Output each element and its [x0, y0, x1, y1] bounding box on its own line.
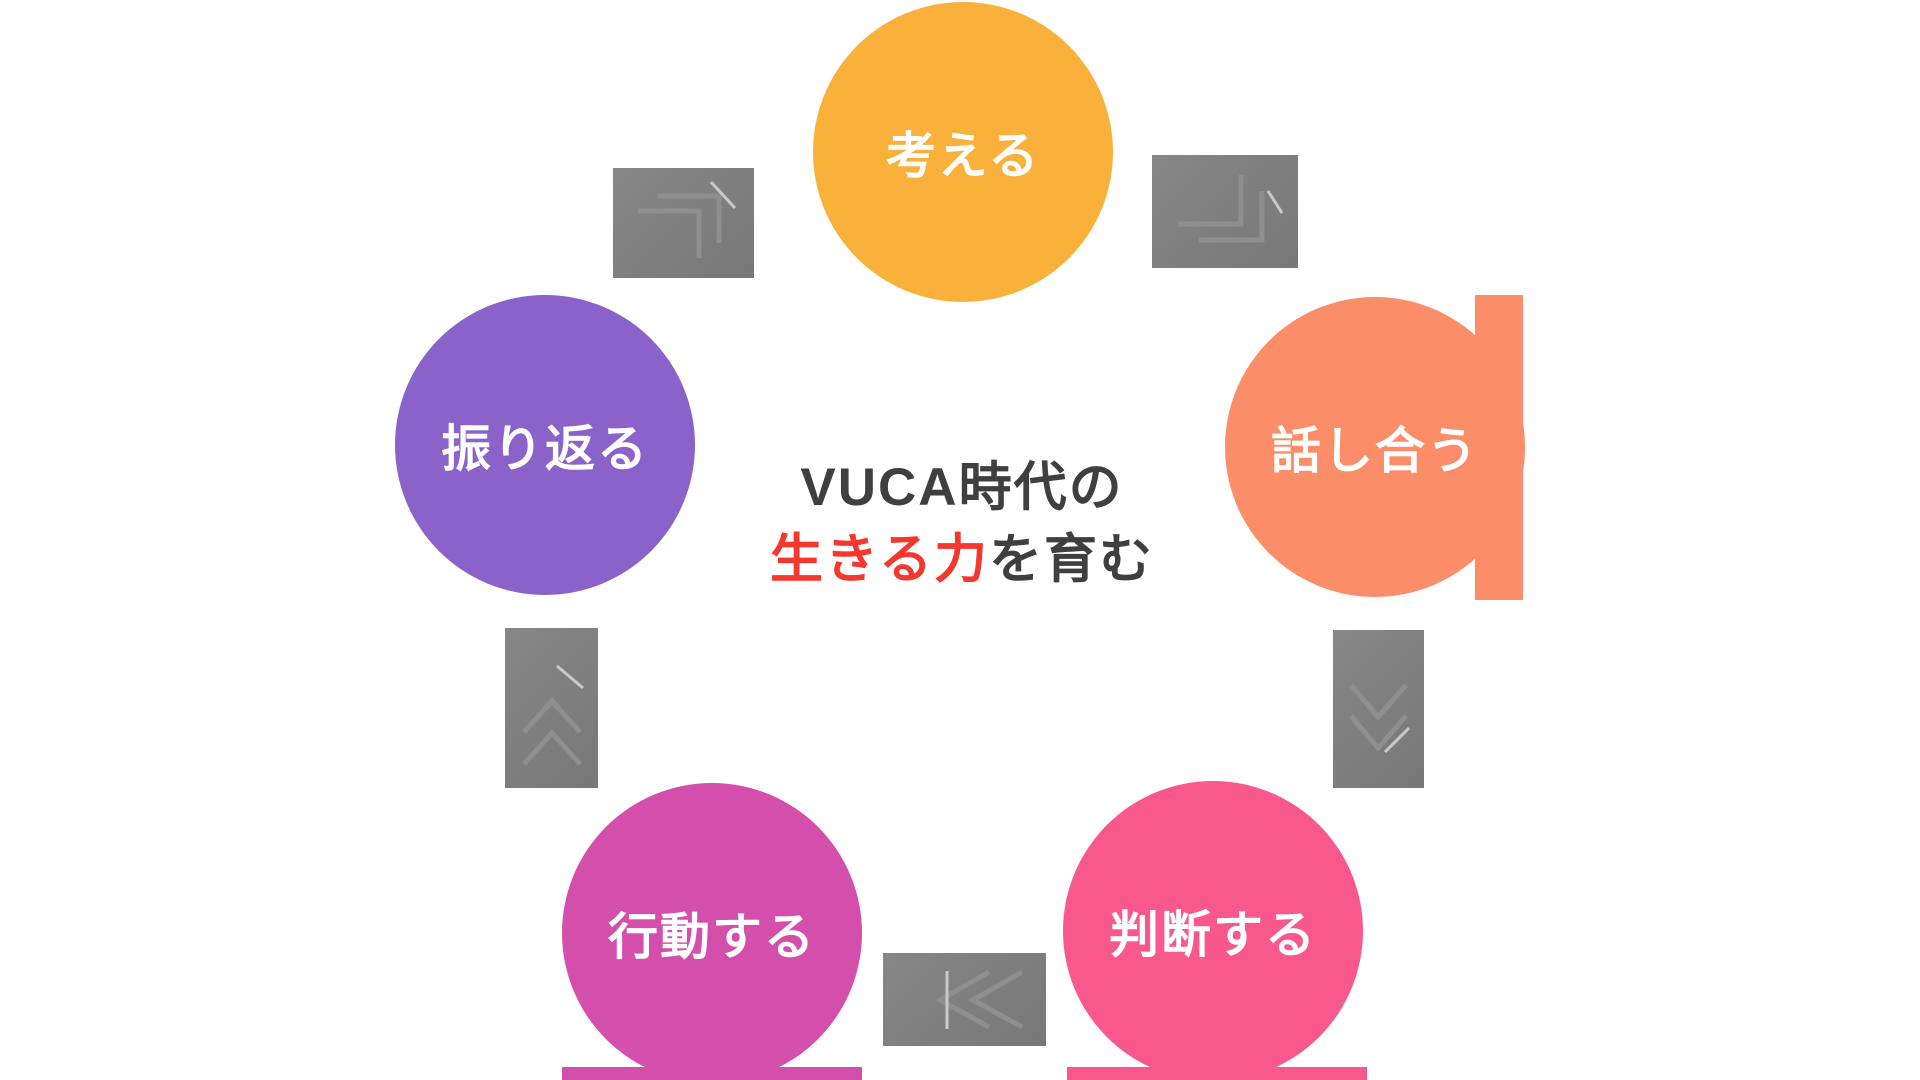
- flow-chevron-left-icon: [934, 969, 1024, 1030]
- flow-chevron-up-right-icon: [638, 180, 737, 258]
- arrow-act-to-reflect: [505, 628, 598, 788]
- cycle-step-reflect: 振り返る: [395, 295, 695, 595]
- cycle-step-discuss: 話し合う: [1225, 297, 1525, 597]
- cycle-step-think-label: 考える: [885, 128, 1041, 184]
- cycle-step-discuss-label: 話し合う: [1271, 423, 1479, 479]
- center-title: VUCA時代の 生きる力を育む: [760, 452, 1164, 596]
- cycle-step-think: 考える: [813, 2, 1113, 302]
- arrow-reflect-to-think: [613, 168, 754, 278]
- center-title-line-2-rest: を育む: [988, 530, 1154, 589]
- cycle-step-act: 行動する: [562, 783, 862, 1080]
- center-title-line-2: 生きる力を育む: [760, 524, 1164, 596]
- cycle-step-judge-label: 判断する: [1109, 907, 1317, 963]
- cycle-step-judge: 判断する: [1063, 781, 1363, 1080]
- flow-chevron-up-icon: [522, 664, 584, 766]
- arrow-discuss-to-judge: [1333, 630, 1424, 788]
- cycle-step-act-label: 行動する: [608, 909, 816, 965]
- flow-chevron-down-icon: [1349, 683, 1411, 754]
- cycle-step-reflect-label: 振り返る: [441, 421, 649, 477]
- arrow-think-to-discuss: [1152, 155, 1298, 268]
- flow-chevron-down-right-icon: [1178, 175, 1284, 243]
- arrow-judge-to-act: [883, 953, 1046, 1046]
- center-title-line-1: VUCA時代の: [800, 458, 1124, 517]
- center-title-highlight: 生きる力: [770, 530, 989, 589]
